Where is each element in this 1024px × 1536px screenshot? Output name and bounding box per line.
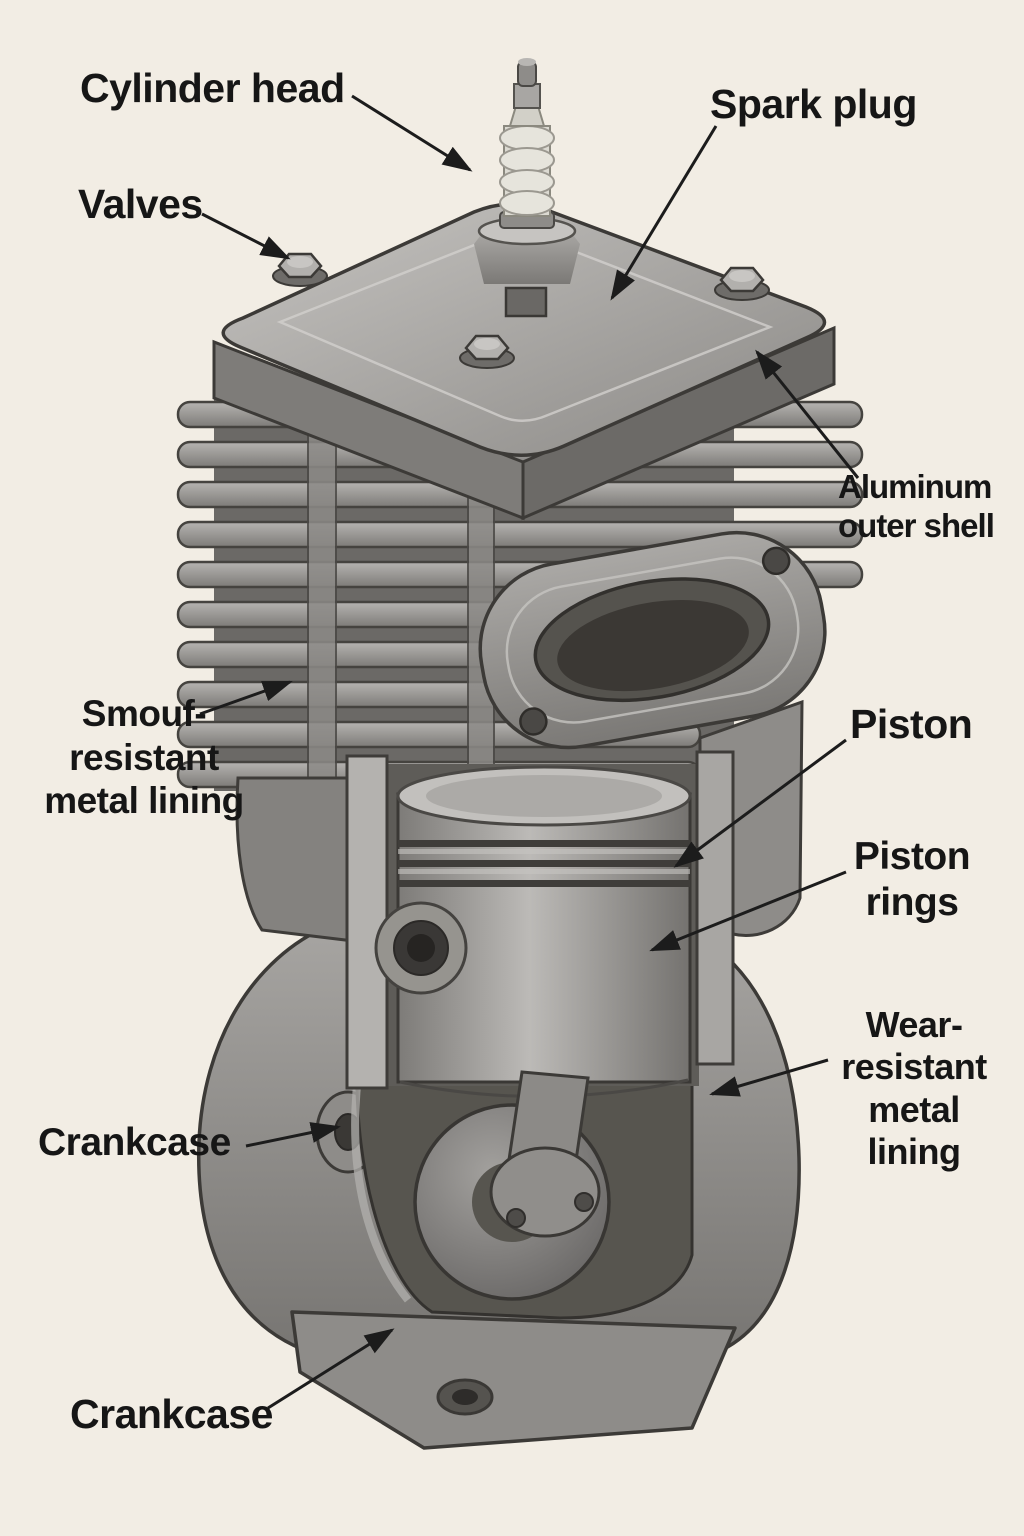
- rod-big-end: [489, 1146, 601, 1238]
- label-aluminum-outer-shell: Aluminum outer shell: [838, 468, 995, 544]
- arrow-valves: [201, 212, 291, 260]
- label-piston: Piston: [850, 701, 973, 747]
- label-valves: Valves: [78, 181, 203, 227]
- piston: [374, 765, 692, 1098]
- spark-plug: [474, 58, 580, 318]
- arrow-crankcase-bottom: [267, 1328, 395, 1410]
- callout-arrows: [199, 94, 860, 1410]
- block-shoulder: [235, 776, 364, 944]
- arrow-wear-lining: [709, 1058, 829, 1097]
- liner-wall-right: [695, 750, 735, 1066]
- label-wear-resistant-metal-lining: Wear- resistant metal lining: [841, 1004, 987, 1173]
- arrow-piston-rings: [649, 870, 847, 952]
- arrow-crankcase-left: [245, 1122, 341, 1148]
- intake-port: [478, 530, 827, 750]
- label-crankcase-left: Crankcase: [38, 1121, 231, 1164]
- head-bolt-left: [272, 252, 328, 287]
- connecting-rod: [489, 1070, 601, 1238]
- head-bolt-front: [459, 334, 515, 369]
- label-smut-resistant-metal-lining: Smouf- resistant metal lining: [44, 693, 244, 822]
- piston-rings: [398, 840, 690, 887]
- label-piston-rings: Piston rings: [853, 835, 971, 925]
- liner-wall-left: [345, 754, 389, 1090]
- arrow-spark-plug: [610, 125, 718, 301]
- label-spark-plug: Spark plug: [710, 81, 917, 127]
- arrow-piston: [673, 738, 847, 868]
- arrow-smut-lining: [199, 680, 293, 716]
- head-bolt-right: [714, 266, 770, 301]
- label-crankcase-bottom: Crankcase: [70, 1391, 273, 1437]
- piston-pin: [374, 901, 468, 995]
- label-cylinder-head: Cylinder head: [80, 65, 345, 111]
- arrow-cylinder-head: [351, 94, 473, 172]
- crankcase-base: [290, 1310, 737, 1450]
- arrow-aluminum-outer-shell: [755, 349, 860, 479]
